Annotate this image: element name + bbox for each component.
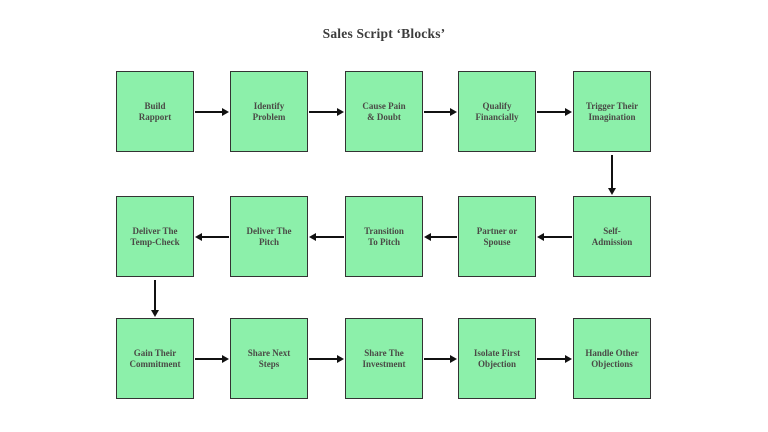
node-label-line: Trigger Their (585, 100, 639, 111)
arrow-right-icon (424, 355, 457, 363)
node-label-line: Objection (478, 358, 516, 369)
node-label-line: Deliver The (246, 225, 292, 236)
node-cause-pain-doubt: Cause Pain & Doubt (345, 71, 423, 152)
node-handle-other-objections: Handle Other Objections (573, 318, 651, 399)
node-label: Cause Pain & Doubt (362, 101, 405, 123)
node-label: Qualify Financially (475, 101, 518, 123)
node-label-line: Admission (591, 236, 633, 247)
node-label-line: Identify (253, 100, 285, 111)
node-label-line: Deliver The (132, 225, 178, 236)
node-label-line: Commitment (129, 358, 181, 369)
arrow-right-icon (309, 108, 344, 116)
arrow-left-icon (537, 233, 572, 241)
arrow-right-icon (537, 108, 572, 116)
arrow-right-icon (195, 108, 229, 116)
node-label: Isolate First Objection (474, 348, 520, 370)
node-label-line: Problem (252, 111, 286, 122)
node-label-line: To Pitch (368, 236, 400, 247)
node-label: Partner or Spouse (477, 226, 518, 248)
node-label-line: Financially (475, 111, 519, 122)
node-label-line: Gain Their (133, 347, 177, 358)
node-label-line: Partner or (476, 225, 518, 236)
node-trigger-their-imagination: Trigger Their Imagination (573, 71, 651, 152)
node-label-line: Qualify (482, 100, 512, 111)
arrow-left-icon (309, 233, 344, 241)
node-label: Share Next Steps (248, 348, 291, 370)
node-label-line: Handle Other (585, 347, 639, 358)
node-build-rapport: Build Rapport (116, 71, 194, 152)
node-gain-their-commitment: Gain Their Commitment (116, 318, 194, 399)
node-label: Transition To Pitch (364, 226, 404, 248)
node-label-line: Share Next (247, 347, 291, 358)
node-qualify-financially: Qualify Financially (458, 71, 536, 152)
node-label: Deliver The Pitch (247, 226, 292, 248)
node-label: Trigger Their Imagination (586, 101, 638, 123)
node-transition-to-pitch: Transition To Pitch (345, 196, 423, 277)
node-label: Self- Admission (592, 226, 633, 248)
arrow-right-icon (309, 355, 344, 363)
node-isolate-first-objection: Isolate First Objection (458, 318, 536, 399)
arrow-right-icon (424, 108, 457, 116)
diagram-title: Sales Script ‘Blocks’ (322, 26, 446, 41)
node-label-line: Steps (258, 358, 280, 369)
arrow-down-icon (151, 280, 159, 317)
node-label-line: Rapport (138, 111, 172, 122)
arrow-left-icon (424, 233, 457, 241)
node-deliver-the-temp-check: Deliver The Temp-Check (116, 196, 194, 277)
node-share-next-steps: Share Next Steps (230, 318, 308, 399)
node-label-line: Pitch (258, 236, 279, 247)
node-label: Identify Problem (253, 101, 286, 123)
node-self-admission: Self- Admission (573, 196, 651, 277)
node-label-line: Isolate First (473, 347, 521, 358)
node-label-line: Transition (364, 225, 404, 236)
node-identify-problem: Identify Problem (230, 71, 308, 152)
node-label-line: Temp-Check (130, 236, 180, 247)
arrow-right-icon (537, 355, 572, 363)
node-label-line: Investment (362, 358, 406, 369)
node-label-line: Spouse (483, 236, 511, 247)
arrow-left-icon (195, 233, 229, 241)
node-label-line: Objections (591, 358, 633, 369)
node-label-line: Self- (603, 225, 621, 236)
node-share-the-investment: Share The Investment (345, 318, 423, 399)
node-label-line: Share The (364, 347, 404, 358)
node-label: Build Rapport (139, 101, 172, 123)
node-label-line: Build (144, 100, 166, 111)
arrow-right-icon (195, 355, 229, 363)
node-label: Gain Their Commitment (130, 348, 181, 370)
arrow-down-icon (608, 155, 616, 195)
node-label-line: Imagination (588, 111, 636, 122)
node-label-line: Cause Pain (362, 100, 406, 111)
node-partner-or-spouse: Partner or Spouse (458, 196, 536, 277)
node-label: Share The Investment (363, 348, 406, 370)
node-label: Handle Other Objections (585, 348, 638, 370)
node-deliver-the-pitch: Deliver The Pitch (230, 196, 308, 277)
node-label-line: & Doubt (367, 111, 401, 122)
node-label: Deliver The Temp-Check (130, 226, 179, 248)
